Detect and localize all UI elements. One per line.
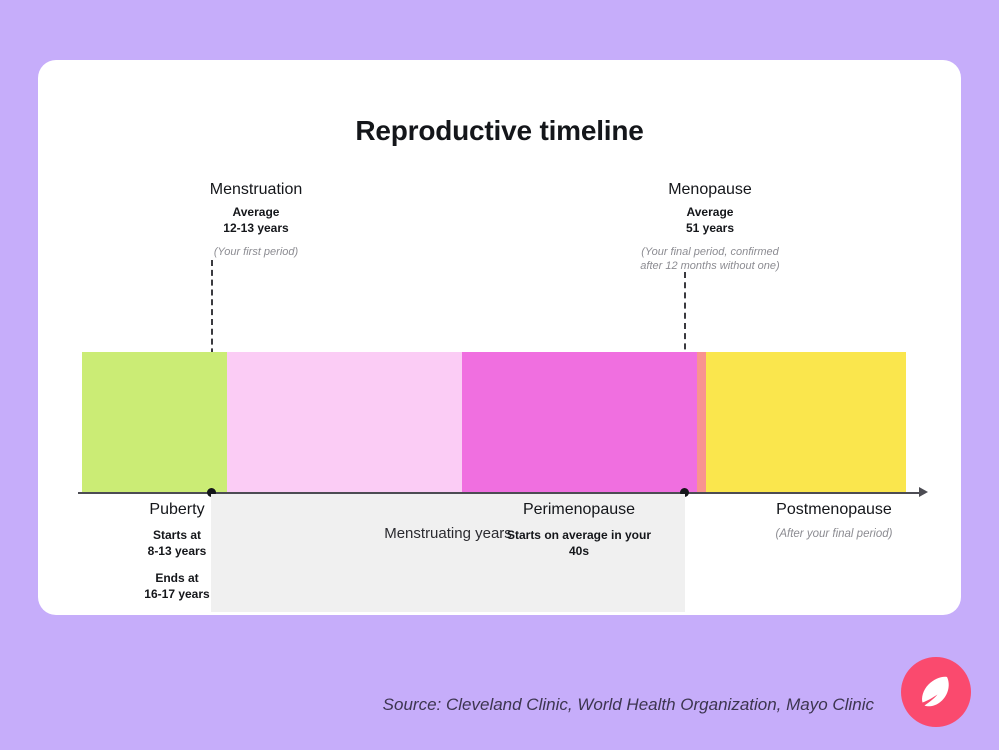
brand-logo[interactable] — [901, 657, 971, 727]
stage-puberty-start-line1: Starts at — [152, 527, 202, 542]
band-puberty — [82, 352, 227, 492]
page-title: Reproductive timeline — [355, 115, 644, 146]
infographic-card: Reproductive timeline Menstruation Avera… — [38, 60, 961, 615]
stage-postmenopause-name: Postmenopause — [776, 501, 892, 518]
marker-menopause-name: Menopause — [668, 181, 752, 198]
menstruating-years-label: Menstruating years — [384, 525, 512, 542]
marker-menopause-value: 51 years — [685, 220, 735, 235]
stage-puberty-end-line1: Ends at — [155, 571, 199, 586]
timeline-arrow-icon — [919, 487, 928, 497]
band-early-menstruating-years — [227, 352, 462, 492]
band-perimenopause — [462, 352, 697, 492]
stage-puberty-end: Ends at 16-17 years — [90, 570, 264, 602]
marker-menstruation-average-label: Average — [232, 205, 280, 219]
stage-perimenopause-sub-line1: Starts on average in your — [506, 527, 652, 542]
stage-puberty-end-line2: 16-17 years — [144, 587, 210, 602]
marker-menstruation: Menstruation Average 12-13 years (Your f… — [142, 180, 370, 259]
stage-perimenopause-name: Perimenopause — [522, 501, 636, 518]
marker-menopause-note-line1: (Your final period, confirmed — [641, 246, 779, 259]
stage-perimenopause-sub: Starts on average in your 40s — [464, 527, 694, 559]
axis-dot-menopause — [680, 488, 689, 497]
axis-dot-menstruation — [207, 488, 216, 497]
stage-perimenopause: Perimenopause Starts on average in your … — [464, 500, 694, 559]
marker-menstruation-name: Menstruation — [209, 181, 303, 198]
band-postmenopause — [706, 352, 906, 492]
menstruating-years-box — [211, 494, 685, 612]
stage-perimenopause-sub-line2: 40s — [568, 543, 590, 558]
marker-menstruation-note: (Your first period) — [213, 246, 299, 259]
stage-puberty-start: Starts at 8-13 years — [90, 527, 264, 559]
stage-puberty: Puberty Starts at 8-13 years Ends at 16-… — [90, 500, 264, 603]
marker-menstruation-value: 12-13 years — [223, 220, 289, 235]
source-credit: Source: Cleveland Clinic, World Health O… — [382, 695, 874, 714]
marker-menopause-average-label: Average — [686, 205, 734, 219]
stage-puberty-name: Puberty — [149, 501, 205, 518]
marker-menopause-note-line2: after 12 months without one) — [640, 260, 780, 273]
feather-icon — [922, 676, 949, 707]
band-menopause-sliver — [697, 352, 706, 492]
stage-postmenopause: Postmenopause (After your final period) — [703, 500, 965, 542]
stage-puberty-start-line2: 8-13 years — [147, 543, 207, 558]
marker-menopause: Menopause Average 51 years (Your final p… — [595, 180, 825, 274]
timeline-axis — [78, 492, 923, 494]
stage-postmenopause-note: (After your final period) — [775, 527, 893, 540]
marker-menopause-note: (Your final period, confirmed after 12 m… — [595, 245, 825, 274]
